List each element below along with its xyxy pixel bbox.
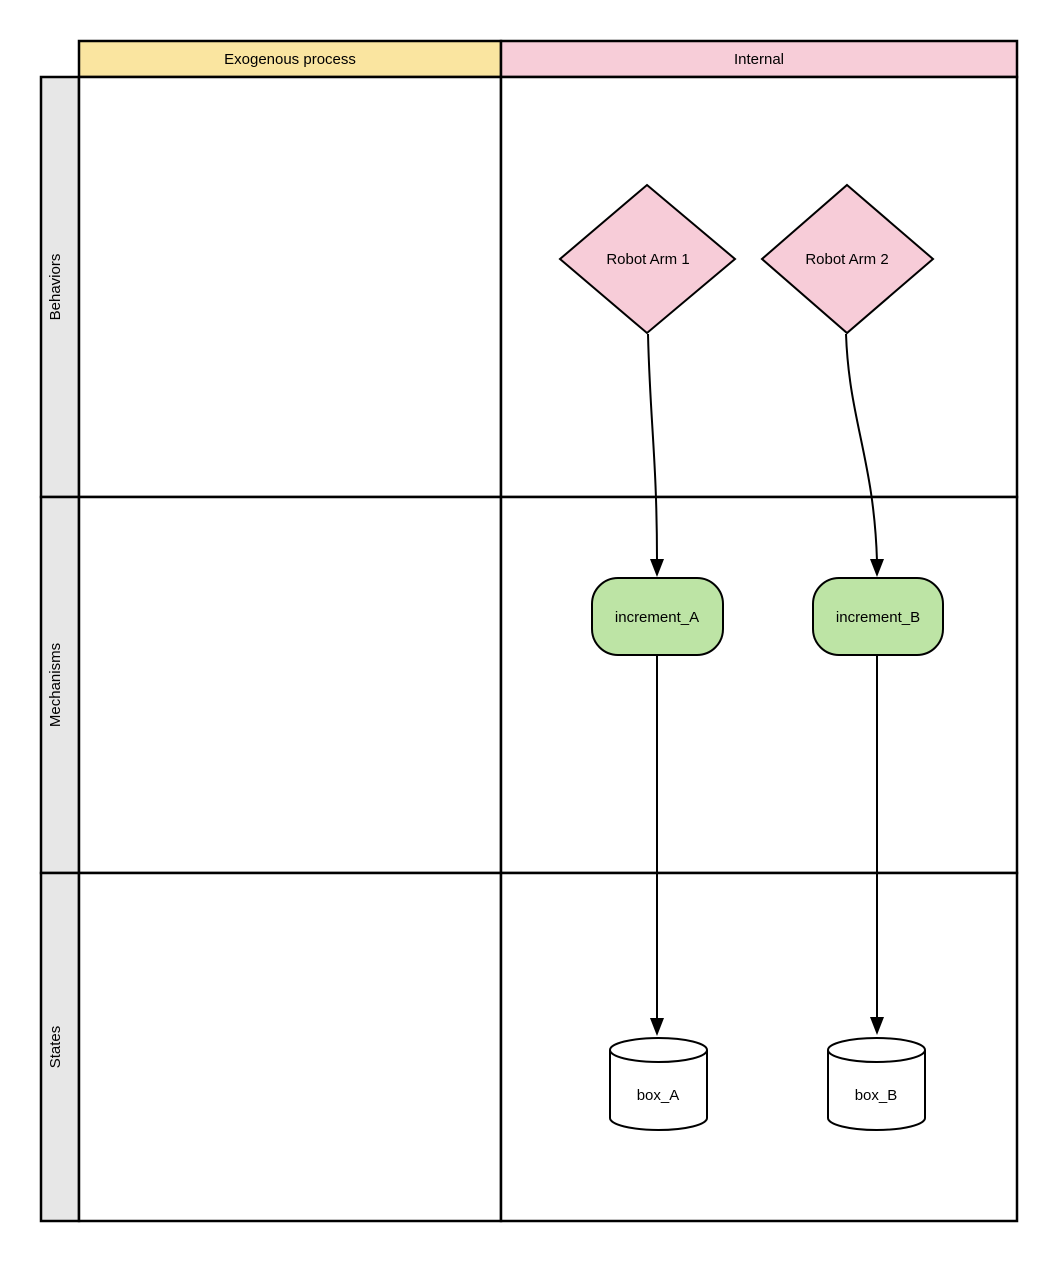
- header-label-internal: Internal: [734, 51, 784, 68]
- box-a-cylinder-top: [609, 1037, 708, 1063]
- node-box-a-cylinder: [609, 1037, 708, 1131]
- node-robot-arm-1-label: Robot Arm 1: [606, 251, 689, 268]
- lane-label-cell-states: [39, 871, 81, 1223]
- lane-label-behaviors: Behaviors: [47, 254, 64, 321]
- box-b-cylinder-body: [827, 1050, 926, 1131]
- cell-states-internal: [499, 871, 1019, 1223]
- header-cell-exogenous: [77, 39, 503, 79]
- connector-robot-arm-2-to-increment-b: [845, 333, 878, 562]
- node-robot-arm-1-diamond: [558, 183, 737, 335]
- arrowhead-increment-a: [650, 559, 664, 577]
- header-label-exogenous: Exogenous process: [224, 51, 356, 68]
- cell-states-exogenous: [77, 871, 503, 1223]
- node-increment-b-shape: [812, 577, 944, 656]
- node-robot-arm-2-label: Robot Arm 2: [805, 251, 888, 268]
- node-increment-a-label: increment_A: [615, 609, 699, 626]
- connector-robot-arm-1-to-increment-a: [647, 333, 658, 562]
- node-increment-a-shape: [591, 577, 724, 656]
- node-box-a-label: box_A: [637, 1087, 680, 1104]
- arrowhead-box-b: [870, 1017, 884, 1035]
- node-box-b-label: box_B: [855, 1087, 898, 1104]
- lane-label-mechanisms: Mechanisms: [47, 643, 64, 727]
- cell-behaviors-internal: [499, 75, 1019, 499]
- arrowhead-increment-b: [870, 559, 884, 577]
- cell-mechanisms-internal: [499, 495, 1019, 875]
- box-b-cylinder-top: [827, 1037, 926, 1063]
- box-a-cylinder-body: [609, 1050, 708, 1131]
- cell-mechanisms-exogenous: [77, 495, 503, 875]
- node-increment-b-label: increment_B: [836, 609, 920, 626]
- cell-behaviors-exogenous: [77, 75, 503, 499]
- arrowhead-box-a: [650, 1018, 664, 1036]
- lane-label-states: States: [47, 1026, 64, 1069]
- node-robot-arm-2-diamond: [760, 183, 935, 335]
- node-box-b-cylinder: [827, 1037, 926, 1131]
